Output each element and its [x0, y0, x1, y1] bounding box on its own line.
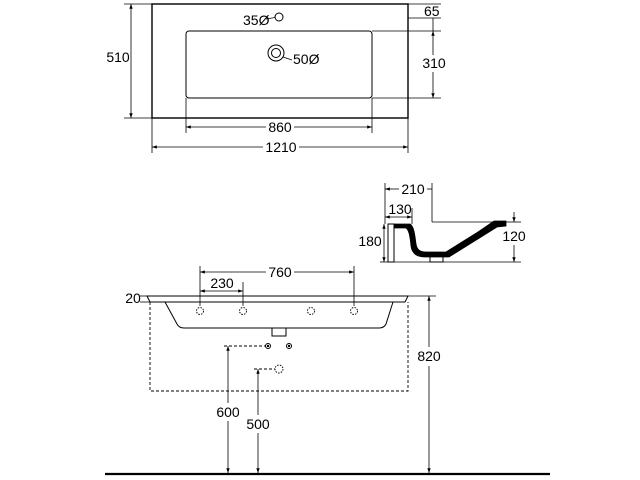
- front-apron: [387, 223, 395, 263]
- hole-span-label: 760: [268, 264, 292, 280]
- connection-point: [286, 343, 292, 349]
- bowl-depth-label: 310: [422, 55, 446, 71]
- section-bowl-offset-label: 130: [388, 201, 412, 217]
- supply-point: [274, 364, 284, 374]
- waste-height-label: 600: [216, 404, 240, 420]
- section-top-depth-label: 210: [401, 181, 425, 197]
- front-drain-pipe: [271, 327, 287, 337]
- section-rim-height-label: 120: [502, 228, 526, 244]
- tap-hole-marker: [350, 307, 358, 315]
- hole-spacing-label: 230: [210, 275, 234, 291]
- tap-hole-marker: [307, 307, 315, 315]
- tap-hole: [274, 12, 284, 22]
- overall-depth-label: 510: [106, 49, 130, 65]
- supply-height-label: 500: [246, 416, 270, 432]
- basin-outline: [151, 3, 409, 119]
- slab-thickness-label: 20: [125, 290, 141, 306]
- tap-hole-marker: [239, 307, 247, 315]
- drain-outer: [267, 44, 285, 62]
- bowl-width-label: 860: [268, 119, 292, 135]
- tap-hole-marker: [196, 307, 204, 315]
- section-drain-pipe: [429, 257, 444, 263]
- connection-point: [265, 343, 271, 349]
- overall-width-label: 1210: [265, 139, 296, 155]
- drain-leader: [282, 56, 293, 61]
- section-view: 210 130 180 120: [358, 181, 526, 263]
- tap-hole-diameter-label: 35Ø: [243, 12, 270, 28]
- plan-view: 35Ø 50Ø 510 65 310 860 1210: [106, 3, 446, 155]
- bowl-outline: [185, 30, 373, 99]
- front-view: 760 230 20 820 600 500: [105, 264, 550, 476]
- connection-point-dot: [266, 344, 270, 348]
- tap-hole-offset-label: 65: [424, 3, 440, 19]
- connection-point-dot: [287, 344, 291, 348]
- basin-top-slab: [146, 295, 409, 303]
- top-height-label: 820: [417, 348, 441, 364]
- drain-inner: [271, 48, 281, 58]
- basin-section-profile: [393, 220, 507, 258]
- bowl-front-outline: [164, 301, 394, 329]
- drain-diameter-label: 50Ø: [293, 51, 320, 67]
- vanity-cabinet-outline: [149, 302, 409, 392]
- tap-hole-leader: [265, 17, 276, 20]
- section-apron-height-label: 180: [358, 233, 382, 249]
